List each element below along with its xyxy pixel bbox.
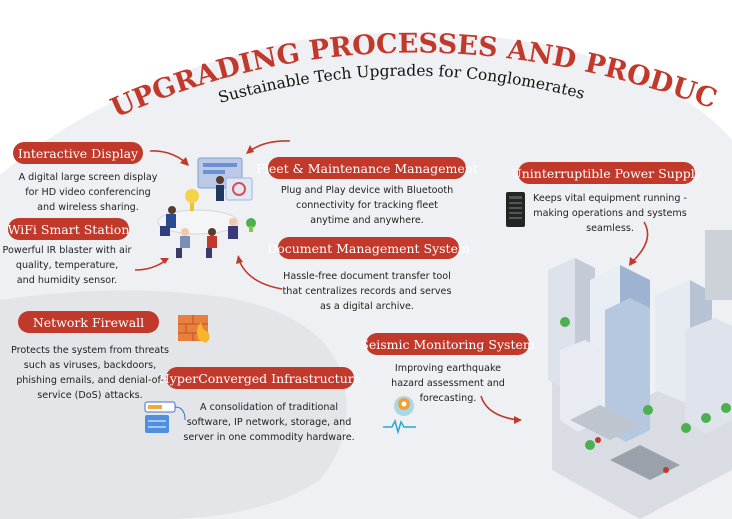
pill-fleet-management: Fleet & Maintenance Management bbox=[256, 157, 478, 179]
pill-network-firewall: Network Firewall bbox=[18, 311, 159, 333]
pill-ups: Uninterruptible Power Supply bbox=[511, 162, 702, 184]
arrow-ups-to-city bbox=[631, 221, 649, 263]
wifi-smart-station-title: WiFi Smart Station bbox=[7, 221, 130, 237]
seismic-monitoring-description: Improving earthquake hazard assessment a… bbox=[391, 363, 505, 404]
pill-wifi-smart-station: WiFi Smart Station bbox=[8, 218, 129, 240]
document-management-description: Hassle-free document transfer tool that … bbox=[282, 271, 452, 312]
interactive-display-description: A digital large screen display for HD vi… bbox=[18, 172, 158, 213]
arrowheads bbox=[160, 145, 637, 424]
network-firewall-title: Network Firewall bbox=[32, 314, 145, 330]
connector-arrows bbox=[134, 140, 649, 421]
meeting-illustration-icon bbox=[157, 157, 256, 258]
seismic-sensor-icon bbox=[383, 396, 416, 435]
arrow-seismic-to-city bbox=[480, 395, 519, 421]
hyperconverged-title: HyperConverged Infrastructure bbox=[158, 370, 362, 386]
wifi-smart-station-description: Powerful IR blaster with air quality, te… bbox=[2, 245, 132, 286]
city-buildings-illustration bbox=[548, 230, 732, 519]
ups-device-icon bbox=[506, 192, 525, 227]
ups-description: Keeps vital equipment running - making o… bbox=[533, 193, 687, 234]
pill-document-management: Document Management System bbox=[267, 237, 470, 259]
hci-server-icon bbox=[144, 401, 186, 433]
document-management-title: Document Management System bbox=[267, 240, 470, 256]
arrow-display-to-meeting bbox=[149, 150, 186, 163]
hyperconverged-description: A consolidation of traditional software,… bbox=[183, 402, 355, 443]
seismic-monitoring-title: Seismic Monitoring System bbox=[360, 336, 535, 352]
interactive-display-title: Interactive Display bbox=[17, 145, 139, 161]
fleet-management-description: Plug and Play device with Bluetooth conn… bbox=[280, 185, 454, 226]
arrow-document-to-meeting bbox=[238, 259, 283, 290]
pill-interactive-display: Interactive Display bbox=[13, 142, 143, 164]
pill-seismic-monitoring: Seismic Monitoring System bbox=[360, 333, 535, 355]
arrow-wifi-to-meeting bbox=[134, 260, 166, 271]
ups-title: Uninterruptible Power Supply bbox=[511, 165, 702, 181]
network-firewall-description: Protects the system from threats such as… bbox=[11, 345, 169, 401]
pill-hyperconverged: HyperConverged Infrastructure bbox=[159, 367, 361, 389]
arrow-fleet-to-meeting bbox=[249, 140, 291, 152]
firewall-icon bbox=[178, 315, 210, 343]
fleet-management-title: Fleet & Maintenance Management bbox=[256, 160, 478, 176]
